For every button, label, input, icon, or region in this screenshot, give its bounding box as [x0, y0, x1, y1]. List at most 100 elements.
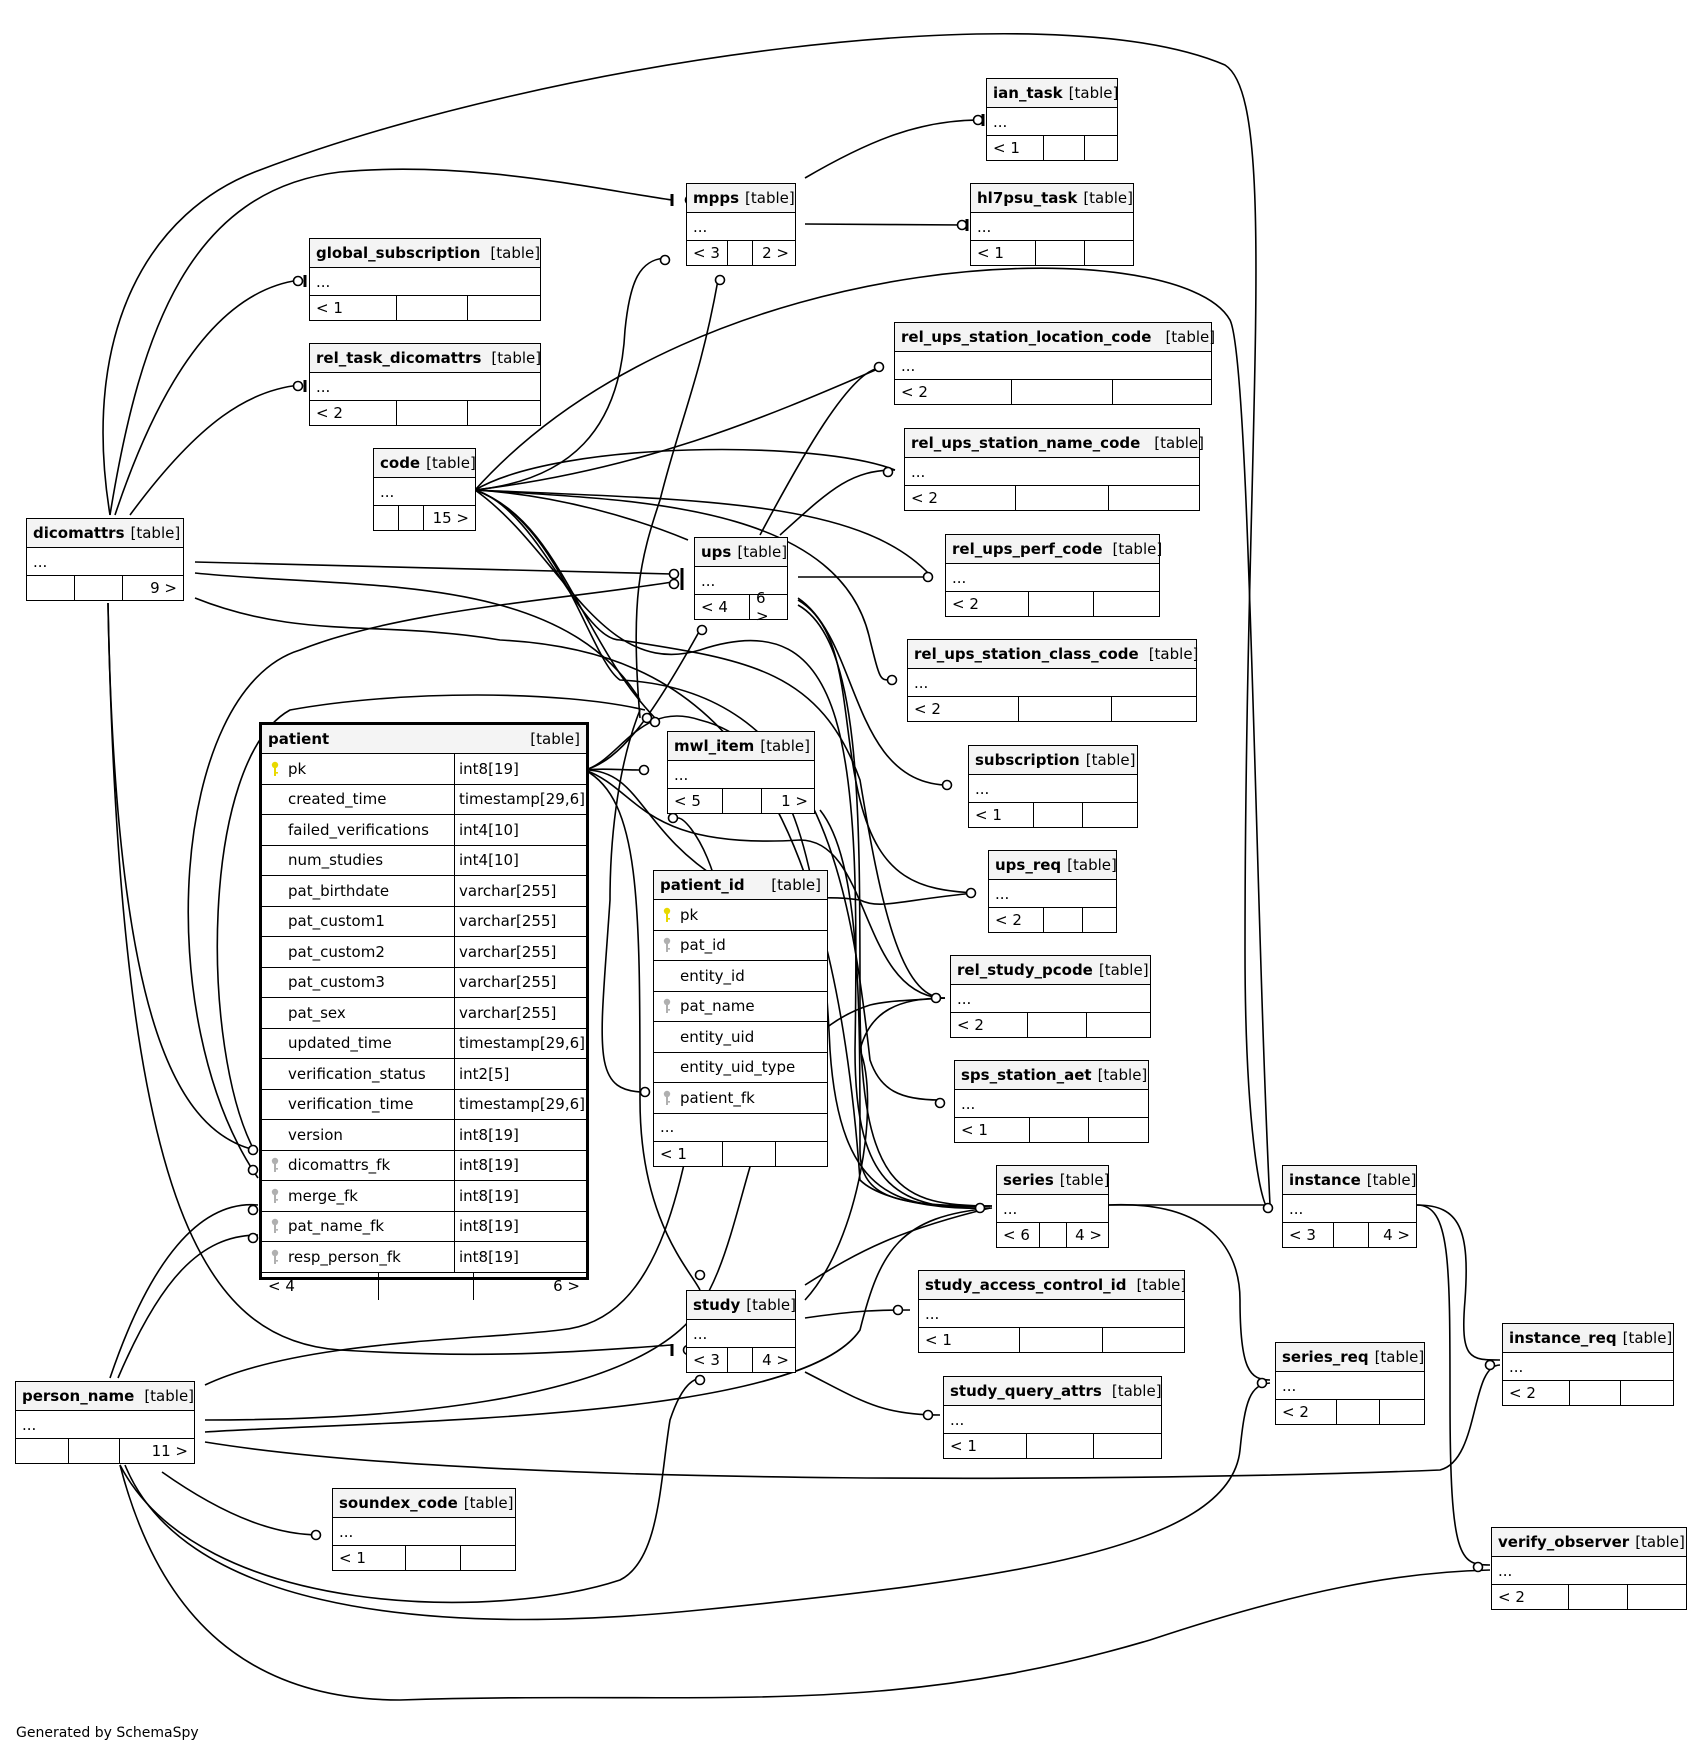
children-count[interactable]: 4 > — [1383, 1226, 1410, 1244]
table-instance-req[interactable]: instance_req[table] ... < 2 — [1502, 1323, 1674, 1406]
parents-count[interactable]: < 1 — [654, 1141, 723, 1166]
parents-count[interactable]: < 2 — [310, 401, 397, 425]
parents-count[interactable]: < 2 — [989, 908, 1044, 932]
column-row[interactable]: entity_id — [654, 961, 827, 992]
table-code[interactable]: code[table] ... 15 > — [373, 448, 476, 531]
table-rel-ups-perf-code[interactable]: rel_ups_perf_code[table] ... < 2 — [945, 534, 1162, 617]
table-sps-station-aet[interactable]: sps_station_aet[table] ... < 1 — [954, 1060, 1149, 1143]
children-count[interactable] — [1094, 592, 1159, 616]
parents-count[interactable]: < 1 — [333, 1546, 406, 1570]
children-count[interactable] — [1085, 241, 1133, 265]
table-rel-study-pcode[interactable]: rel_study_pcode[table] ... < 2 — [950, 955, 1151, 1038]
table-rel-ups-station-class-code[interactable]: rel_ups_station_class_code[table] ... < … — [907, 639, 1198, 722]
table-series-req[interactable]: series_req[table] ... < 2 — [1275, 1342, 1425, 1425]
parents-count[interactable]: < 2 — [1492, 1585, 1569, 1609]
parents-count[interactable]: < 2 — [1276, 1400, 1337, 1424]
parents-count[interactable]: < 1 — [919, 1328, 1020, 1352]
children-count[interactable]: 11 > — [151, 1442, 188, 1460]
parents-count[interactable]: < 3 — [687, 241, 728, 265]
children-count[interactable] — [1380, 1400, 1424, 1424]
children-count[interactable] — [1621, 1381, 1673, 1405]
table-soundex-code[interactable]: soundex_code[table] ... < 1 — [332, 1488, 516, 1571]
children-count[interactable] — [1083, 803, 1137, 827]
table-rel-ups-station-location-code[interactable]: rel_ups_station_location_code[table] ...… — [894, 322, 1215, 405]
parents-count[interactable]: < 2 — [908, 697, 1019, 721]
parents-count[interactable]: < 6 — [997, 1223, 1040, 1247]
children-count[interactable]: 6 > — [756, 589, 769, 625]
children-count[interactable]: 2 > — [762, 244, 789, 262]
column-row[interactable]: pat_name — [654, 992, 827, 1022]
table-rel-ups-station-name-code[interactable]: rel_ups_station_name_code[table] ... < 2 — [904, 428, 1204, 511]
children-count[interactable] — [1094, 1434, 1161, 1458]
children-count[interactable]: 6 > — [553, 1277, 580, 1295]
children-count[interactable] — [1087, 1013, 1150, 1037]
children-count[interactable] — [1103, 1328, 1184, 1352]
children-count[interactable] — [1628, 1585, 1686, 1609]
parents-count[interactable]: < 1 — [971, 241, 1036, 265]
table-rel-task-dicomattrs[interactable]: rel_task_dicomattrs[table] ... < 2 — [309, 343, 541, 426]
table-person-name[interactable]: person_name[table] ... 11 > — [15, 1381, 195, 1464]
column-row[interactable]: entity_uid_type — [654, 1053, 827, 1083]
children-count[interactable] — [468, 401, 540, 425]
children-count[interactable]: 4 > — [1075, 1226, 1102, 1244]
column-row[interactable]: patient_fk — [654, 1083, 827, 1114]
children-count[interactable] — [1083, 908, 1116, 932]
parents-count[interactable]: < 1 — [944, 1434, 1027, 1458]
parents-count[interactable]: < 3 — [1283, 1223, 1334, 1247]
parents-count[interactable]: < 1 — [310, 296, 397, 320]
parents-count[interactable]: < 3 — [687, 1348, 728, 1372]
parents-count[interactable]: < 2 — [1503, 1381, 1570, 1405]
children-count[interactable] — [1085, 136, 1117, 160]
parents-count[interactable]: < 2 — [946, 592, 1029, 616]
parents-count[interactable]: < 2 — [951, 1013, 1028, 1037]
parents-count[interactable]: < 4 — [262, 1272, 379, 1300]
children-count[interactable]: 9 > — [150, 579, 177, 597]
children-count[interactable] — [468, 296, 540, 320]
parents-count[interactable]: < 1 — [969, 803, 1034, 827]
column-row[interactable]: pk — [654, 900, 827, 931]
parents-count[interactable]: < 4 — [695, 595, 750, 619]
table-verify-observer[interactable]: verify_observer[table] ... < 2 — [1491, 1527, 1687, 1610]
parents-count[interactable]: < 2 — [905, 486, 1016, 510]
column-row[interactable]: entity_uid — [654, 1022, 827, 1053]
parents-count[interactable]: < 5 — [668, 789, 723, 813]
parents-count[interactable] — [27, 576, 75, 600]
children-count[interactable] — [776, 1142, 827, 1166]
parents-count[interactable] — [16, 1439, 69, 1463]
table-ian-task[interactable]: ian_task[table] ... < 1 — [986, 78, 1118, 161]
parents-count[interactable]: < 2 — [895, 380, 1012, 404]
children-count[interactable] — [1089, 1118, 1148, 1142]
children-count[interactable]: 1 > — [781, 792, 808, 810]
children-count[interactable]: 15 > — [432, 509, 469, 527]
table-study-access-control-id[interactable]: study_access_control_id[table] ... < 1 — [918, 1270, 1186, 1353]
column-row[interactable]: pat_id — [654, 931, 827, 961]
table-hl7psu-task[interactable]: hl7psu_task[table] ... < 1 — [970, 183, 1134, 266]
children-count[interactable] — [1113, 380, 1211, 404]
table-ups-req[interactable]: ups_req[table] ... < 2 — [988, 850, 1117, 933]
parents-count[interactable]: < 1 — [987, 136, 1044, 160]
children-count[interactable] — [1109, 486, 1199, 510]
